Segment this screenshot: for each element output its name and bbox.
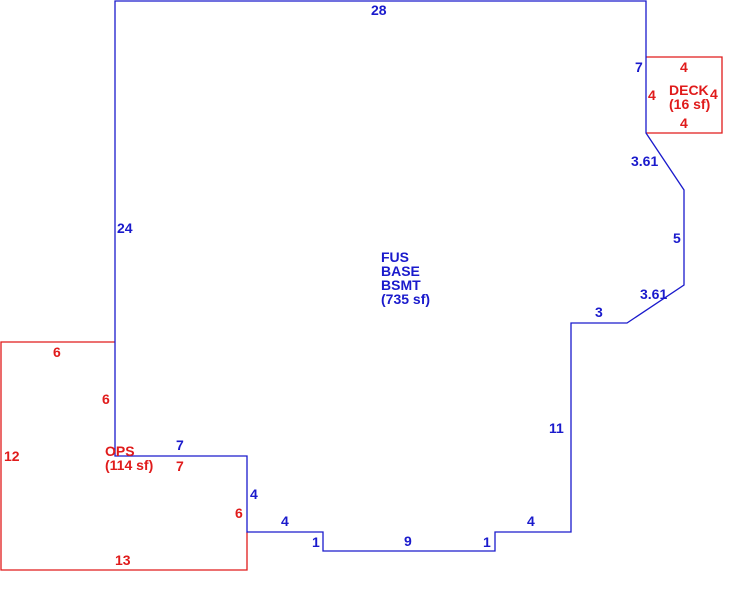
deck-dim-top: 4 [680,59,688,75]
main-dim-notch-bottom: 9 [404,533,412,549]
main-dim-bottom-right: 4 [527,513,535,529]
deck-dim-left: 4 [648,87,656,103]
main-area-value: (735 sf) [381,291,430,307]
main-label-base: BASE [381,263,420,279]
main-dim-step-down: 4 [250,486,258,502]
ops-outline [0,341,248,571]
ops-dim-bottom: 13 [115,552,131,568]
main-dim-diag-upper: 3.61 [631,153,658,169]
main-dim-left: 24 [117,220,133,236]
main-dim-diag-lower: 3.61 [640,286,667,302]
main-dim-ledge: 7 [176,437,184,453]
main-dim-step-right: 11 [549,420,564,436]
ops-dim-top: 6 [53,344,61,360]
ops-area-value: (114 sf) [105,457,153,473]
deck-area-value: (16 sf) [669,96,710,112]
main-label-fus: FUS [381,249,409,265]
deck-label: DECK [669,82,709,98]
ops-dim-upper-right: 6 [102,391,110,407]
main-label-bsmt: BSMT [381,277,421,293]
deck-dim-bottom: 4 [680,115,688,131]
deck-dim-right: 4 [710,86,718,102]
ops-dim-ledge: 7 [176,458,184,474]
ops-dim-lower-right: 6 [235,505,243,521]
main-dim-bottom-left: 4 [281,513,289,529]
main-dim-right-mid: 5 [673,230,681,246]
main-structure-outline [114,0,685,552]
main-dim-right-upper: 7 [635,59,643,75]
main-dim-top: 28 [371,2,387,18]
ops-dim-left: 12 [4,448,20,464]
main-dim-notch-left: 1 [312,534,320,550]
ops-label: OPS [105,443,135,459]
main-dim-step-top: 3 [595,304,603,320]
main-dim-notch-right: 1 [483,534,491,550]
deck-outline [646,56,723,134]
